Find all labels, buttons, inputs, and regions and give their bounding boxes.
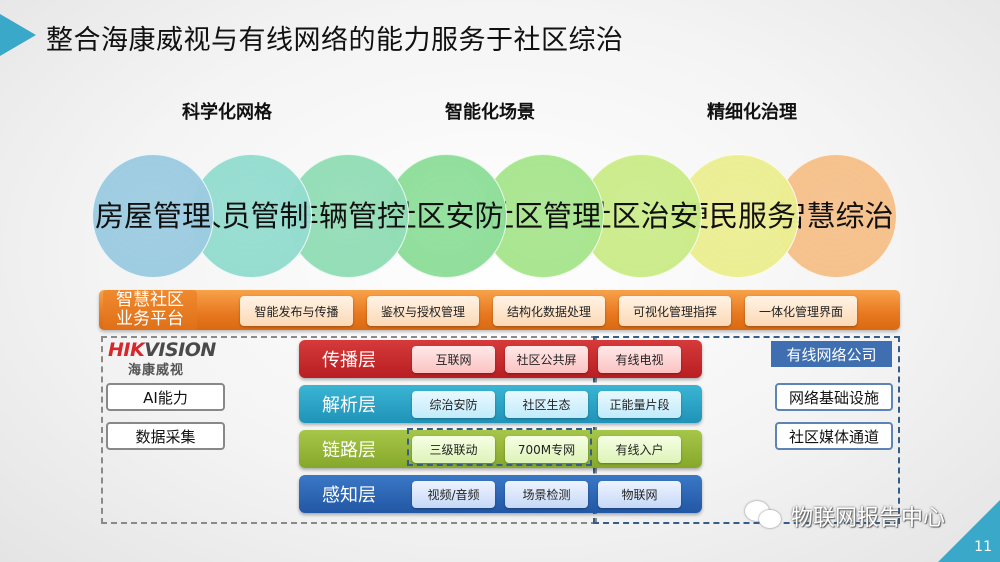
layer-item[interactable]: 有线电视 bbox=[598, 346, 681, 373]
layer-item[interactable]: 有线入户 bbox=[598, 436, 681, 463]
layer-item[interactable]: 场景检测 bbox=[505, 481, 588, 508]
layer-link: 链路层 三级联动 700M专网 有线入户 bbox=[299, 430, 702, 468]
watermark-text: 物联网报告中心 bbox=[791, 506, 946, 531]
hikvision-capability-box[interactable]: 数据采集 bbox=[106, 422, 225, 450]
hikvision-capability-box[interactable]: AI能力 bbox=[106, 383, 225, 411]
layer-item[interactable]: 700M专网 bbox=[505, 436, 588, 463]
layer-analysis: 解析层 综治安防 社区生态 正能量片段 bbox=[299, 385, 702, 423]
cable-capability-box[interactable]: 社区媒体通道 bbox=[775, 422, 893, 450]
layer-item[interactable]: 视频/音频 bbox=[412, 481, 495, 508]
hikvision-logo: HIKVISION bbox=[108, 339, 216, 361]
hikvision-logo-cn: 海康威视 bbox=[128, 363, 185, 378]
layer-item[interactable]: 三级联动 bbox=[412, 436, 495, 463]
platform-button[interactable]: 结构化数据处理 bbox=[493, 296, 605, 326]
page-number: 11 bbox=[974, 539, 992, 555]
capability-circle[interactable]: 社区管理 bbox=[482, 154, 604, 278]
title-arrow-icon bbox=[0, 14, 36, 56]
category-label: 智能化场景 bbox=[445, 102, 535, 123]
layer-perception: 感知层 视频/音频 场景检测 物联网 bbox=[299, 475, 702, 513]
layer-item[interactable]: 物联网 bbox=[598, 481, 681, 508]
link-layer-dashed-group bbox=[407, 428, 592, 466]
layer-label: 链路层 bbox=[322, 440, 376, 461]
layer-item[interactable]: 社区生态 bbox=[505, 391, 588, 418]
capability-circles: 房屋管理人员管制车辆管控社区安防社区管理社区治安便民服务智慧综治 bbox=[92, 154, 912, 278]
capability-circle[interactable]: 车辆管控 bbox=[287, 154, 409, 278]
capability-circle[interactable]: 智慧综治 bbox=[774, 154, 897, 278]
platform-button[interactable]: 一体化管理界面 bbox=[745, 296, 857, 326]
platform-label: 智慧社区业务平台 bbox=[103, 290, 197, 330]
layer-item[interactable]: 综治安防 bbox=[412, 391, 495, 418]
watermark: 物联网报告中心 bbox=[745, 500, 945, 532]
capability-circle[interactable]: 房屋管理 bbox=[92, 154, 214, 278]
corner-decoration bbox=[938, 500, 1000, 562]
business-platform-bar: 智慧社区业务平台 智能发布与传播 鉴权与授权管理 结构化数据处理 可视化管理指挥… bbox=[99, 290, 900, 330]
capability-circle[interactable]: 社区治安 bbox=[579, 154, 702, 278]
layer-label: 传播层 bbox=[322, 350, 376, 371]
layer-propagation: 传播层 互联网 社区公共屏 有线电视 bbox=[299, 340, 702, 378]
platform-button[interactable]: 智能发布与传播 bbox=[240, 296, 353, 326]
category-label: 科学化网格 bbox=[182, 102, 272, 123]
layer-label: 解析层 bbox=[322, 395, 376, 416]
category-label: 精细化治理 bbox=[707, 102, 797, 123]
layer-item[interactable]: 互联网 bbox=[412, 346, 495, 373]
cable-capability-box[interactable]: 网络基础设施 bbox=[775, 383, 893, 411]
page-title: 整合海康威视与有线网络的能力服务于社区综治 bbox=[46, 25, 624, 56]
platform-button[interactable]: 鉴权与授权管理 bbox=[367, 296, 479, 326]
layer-item[interactable]: 社区公共屏 bbox=[505, 346, 588, 373]
cable-company-title: 有线网络公司 bbox=[771, 341, 892, 367]
wechat-icon bbox=[745, 501, 785, 531]
platform-button[interactable]: 可视化管理指挥 bbox=[619, 296, 731, 326]
layer-item[interactable]: 正能量片段 bbox=[598, 391, 681, 418]
layer-label: 感知层 bbox=[322, 485, 376, 506]
